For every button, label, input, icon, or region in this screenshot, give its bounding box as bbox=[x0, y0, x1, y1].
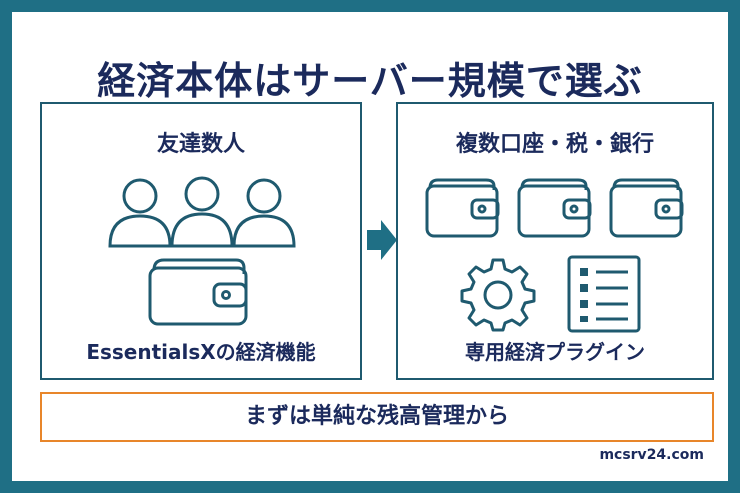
gear-icon bbox=[460, 258, 536, 332]
site-watermark: mcsrv24.com bbox=[599, 447, 704, 463]
list-icon bbox=[567, 255, 641, 333]
small-server-heading: 友達数人 bbox=[156, 132, 245, 157]
wallet-icon bbox=[517, 178, 592, 238]
large-server-caption: 専用経済プラグイン bbox=[465, 340, 645, 364]
small-server-panel: 友達数人 EssentialsXの経済機能 bbox=[40, 102, 362, 380]
wallet-icon bbox=[609, 178, 684, 238]
page-title: 経済本体はサーバー規模で選ぶ bbox=[97, 59, 643, 103]
small-server-caption: EssentialsXの経済機能 bbox=[86, 340, 316, 364]
arrow-right-icon bbox=[367, 220, 397, 260]
wallet-icon bbox=[148, 258, 248, 326]
large-server-panel: 複数口座・税・銀行 bbox=[396, 102, 714, 380]
recommendation-banner: まずは単純な残高管理から bbox=[40, 392, 714, 442]
wallet-icon bbox=[425, 178, 500, 238]
large-server-heading: 複数口座・税・銀行 bbox=[455, 132, 654, 157]
users-icon bbox=[108, 176, 296, 248]
